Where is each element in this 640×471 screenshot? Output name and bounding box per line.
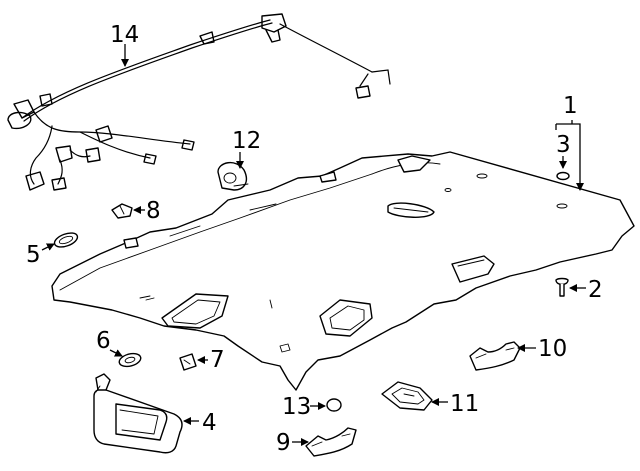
clip-8 xyxy=(111,203,133,219)
callout-13: 13 xyxy=(282,394,311,420)
cap-13 xyxy=(326,398,342,412)
callout-12: 12 xyxy=(232,128,261,154)
assist-handle-10 xyxy=(469,341,521,371)
washer-6 xyxy=(118,352,142,368)
callout-9: 9 xyxy=(276,430,291,456)
callout-4: 4 xyxy=(202,410,217,436)
callout-7: 7 xyxy=(210,347,225,373)
cap-5 xyxy=(53,232,79,248)
cap-5-inner xyxy=(58,235,74,245)
callout-6: 6 xyxy=(96,328,111,354)
callout-2: 2 xyxy=(588,277,603,303)
push-pin-2 xyxy=(555,277,569,297)
washer-6-hole xyxy=(124,356,136,364)
clip-7 xyxy=(179,353,197,371)
sun-visor xyxy=(93,373,183,454)
leader-5 xyxy=(41,243,55,251)
callout-5: 5 xyxy=(26,242,41,268)
leader-1-bracket xyxy=(556,123,584,191)
callout-11: 11 xyxy=(450,391,479,417)
assist-handle-9 xyxy=(305,427,357,457)
callout-8: 8 xyxy=(146,198,161,224)
dome-lamp-11 xyxy=(381,381,433,411)
bracket-12 xyxy=(217,162,249,191)
callout-1: 1 xyxy=(563,93,578,119)
clip-3 xyxy=(556,171,570,181)
leader-6 xyxy=(109,349,123,357)
callout-14: 14 xyxy=(110,22,139,48)
callout-3: 3 xyxy=(556,132,571,158)
callout-10: 10 xyxy=(538,336,567,362)
headliner-panel xyxy=(51,151,635,391)
wiring-harness xyxy=(7,13,391,191)
